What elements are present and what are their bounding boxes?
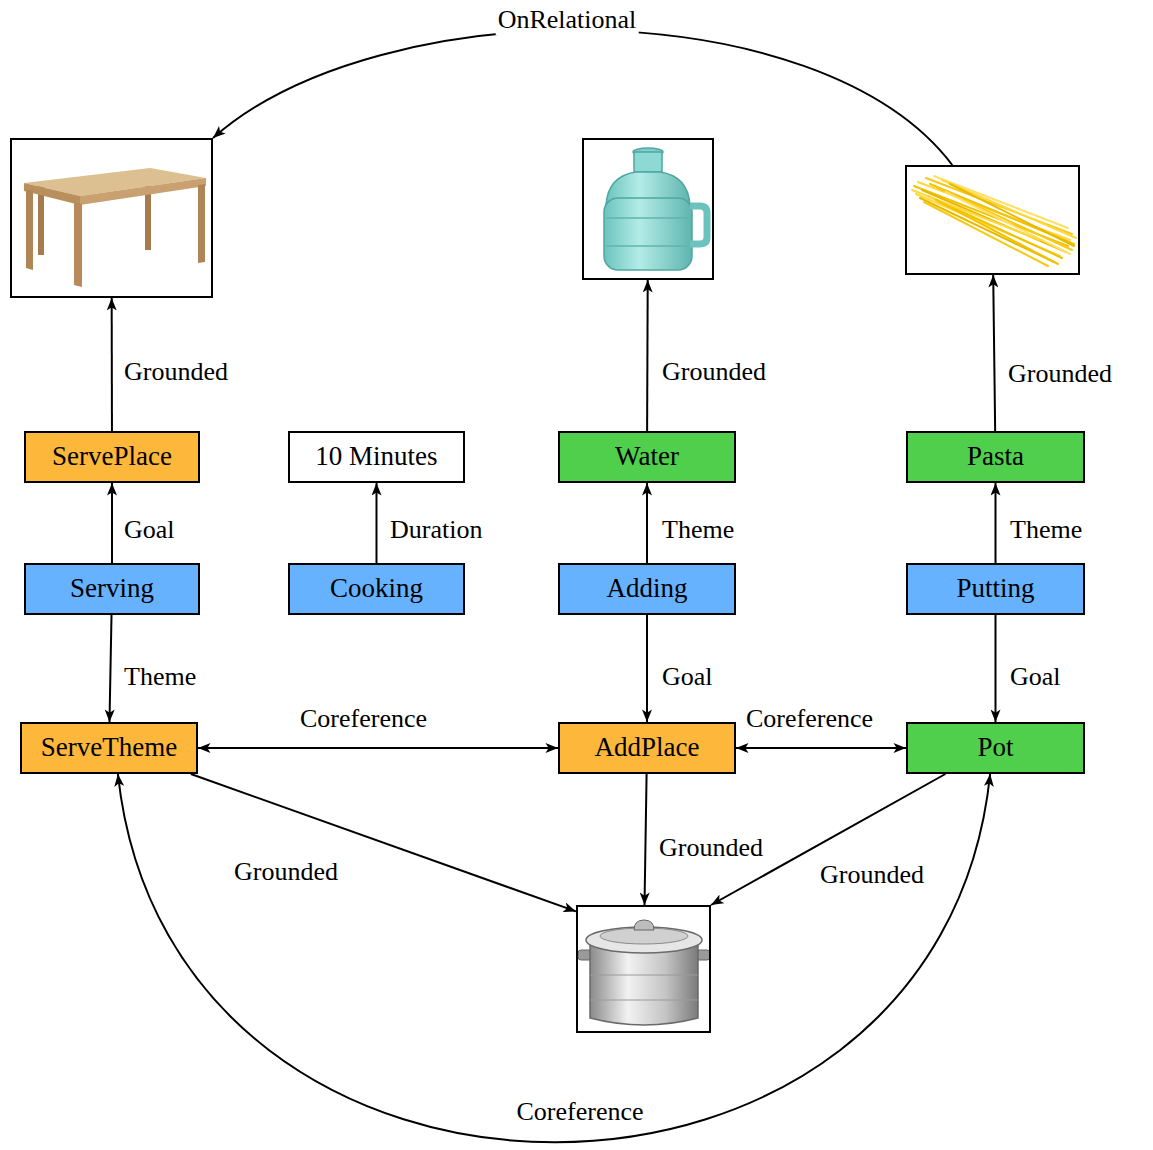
illustration-part [950,184,1074,246]
node-text: Serving [70,574,154,604]
relation-arrow [645,774,647,905]
edge-label: Grounded [657,833,765,863]
entity-box: Pot [906,722,1085,774]
illustration-part [80,178,206,205]
node-text: Cooking [330,574,423,604]
edge-label: Coreference [744,704,875,734]
action-box: Adding [558,563,736,615]
edge-label: Grounded [1006,359,1114,389]
relation-arrow [118,774,990,1142]
water-jug-illustration [604,148,707,270]
edge-label: Theme [660,515,736,545]
edge-label: Theme [1008,515,1084,545]
illustration-part [198,184,205,263]
illustration-part [590,1000,698,1001]
image-frame [576,905,711,1033]
edge-label: Grounded [818,860,926,890]
illustration-part [924,202,1048,266]
edge-label: OnRelational [496,5,639,35]
role-box: ServePlace [24,431,200,483]
node-text: ServeTheme [41,733,177,763]
illustration-part [26,190,33,270]
relation-arrow [198,747,558,749]
value-box: 10 Minutes [288,431,465,483]
entity-box: Water [558,431,736,483]
node-text: Water [615,442,679,472]
illustration-part [38,186,44,255]
relation-arrow [376,483,378,563]
node-text: Adding [607,574,688,604]
node-text: 10 Minutes [315,442,437,472]
illustration-part [590,975,698,976]
edge-label: Goal [1008,662,1063,692]
relation-arrow [646,483,648,563]
node-text: Pot [977,733,1013,763]
role-box: ServeTheme [20,722,198,774]
relation-arrow [995,615,997,722]
illustration-part [690,206,707,244]
relation-arrow [109,615,111,722]
illustration-part [634,920,654,930]
action-box: Putting [906,563,1085,615]
table-illustration [24,168,206,287]
illustration-part [912,190,1040,240]
relation-arrow [111,483,113,563]
illustration-part [590,942,698,1025]
illustration-part [634,152,662,172]
illustration-part [606,217,690,219]
illustration-part [586,927,702,953]
pot-illustration [578,920,710,1025]
relation-arrow [646,280,649,431]
edge-label: Coreference [298,704,429,734]
action-box: Cooking [288,563,465,615]
relation-arrow [646,615,648,722]
node-text: ServePlace [52,442,172,472]
pasta-illustration [912,176,1076,266]
edge-label: Grounded [660,357,768,387]
edge-label: Goal [122,515,177,545]
illustration-part [606,245,690,247]
relation-arrow [995,483,997,563]
action-box: Serving [24,563,200,615]
edge-label: Grounded [122,357,230,387]
image-frame [905,165,1080,275]
illustration-part [604,198,692,270]
image-frame [10,138,213,298]
node-text: Putting [956,574,1034,604]
relation-arrow [736,747,906,749]
entity-box: Pasta [906,431,1085,483]
relation-arrow [993,275,995,431]
edge-label: Coreference [514,1097,645,1127]
image-frame [582,138,714,280]
edge-label: Goal [660,662,715,692]
edge-label: Duration [388,515,484,545]
edge-label: Grounded [232,857,340,887]
relation-arrow [111,298,113,431]
role-box: AddPlace [558,722,736,774]
illustration-part [74,203,82,287]
edge-label: Theme [122,662,198,692]
relation-arrow [191,774,576,911]
node-text: AddPlace [595,733,700,763]
illustration-part [936,200,1058,264]
node-text: Pasta [967,442,1024,472]
